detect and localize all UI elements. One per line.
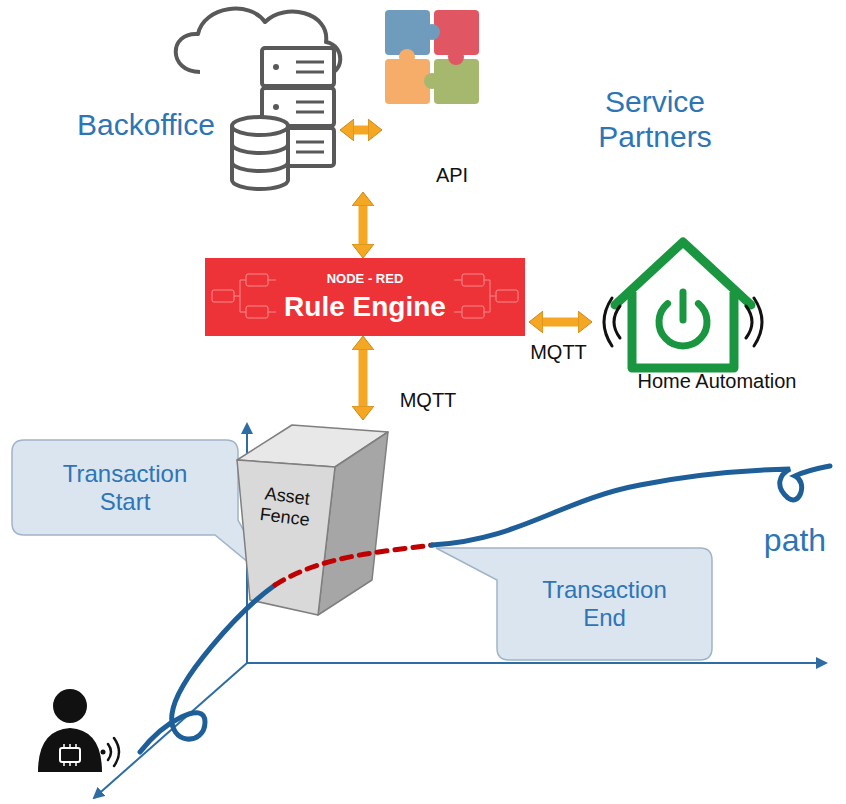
protocol-label: API [434, 164, 470, 187]
callout-box: Transaction Start [12, 440, 238, 535]
double-arrow [354, 126, 368, 135]
database-rings [232, 144, 288, 171]
person-icon [38, 689, 119, 772]
node-label: Asset Fence [244, 481, 328, 532]
backoffice-icon [176, 9, 341, 189]
asset-fence-node: Asset Fence [222, 420, 397, 625]
double-arrow [359, 350, 368, 406]
node-label: NODE - RED [205, 272, 525, 287]
callout-shape [12, 440, 272, 582]
callout-shape [436, 548, 712, 660]
rule-engine-node: NODE - RED Rule Engine [205, 258, 529, 336]
node-label: Transaction End [530, 576, 680, 631]
node-label: Service Partners [570, 85, 740, 154]
database-top [232, 117, 288, 135]
double-arrow [543, 318, 578, 327]
asset-fence-cube [237, 425, 388, 615]
protocol-label: MQTT [398, 389, 459, 412]
server-unit [262, 48, 334, 86]
server-slots [296, 62, 324, 152]
node-label: Home Automation [592, 370, 842, 393]
node-label: Backoffice [60, 108, 232, 143]
double-arrow [359, 206, 368, 244]
service-partners-node: Service Partners [382, 5, 790, 170]
home-automation-node: Home Automation [592, 236, 846, 398]
home-automation-icon [604, 242, 762, 368]
node-label: Transaction Start [50, 460, 200, 515]
server-led [273, 104, 279, 110]
protocol-label: MQTT [528, 341, 589, 364]
backoffice-node: Backoffice [55, 0, 340, 192]
server-led [273, 64, 279, 70]
callout-box: Transaction End [497, 548, 712, 660]
movement-path [140, 466, 830, 752]
puzzle-icon [385, 10, 479, 104]
rule-engine-box [205, 258, 525, 336]
node-label: Rule Engine [205, 291, 525, 323]
path-label: path [764, 522, 826, 559]
